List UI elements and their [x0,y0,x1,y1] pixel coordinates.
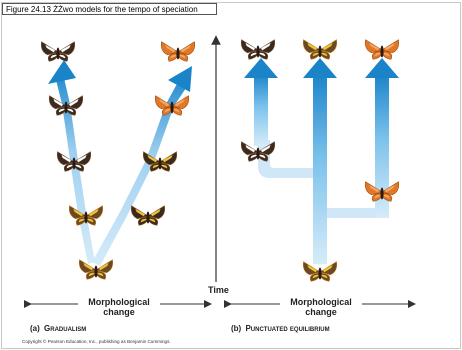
morph-axis-a-label-line1: Morphological [88,297,150,307]
butterfly-a-top-right [161,42,195,62]
morph-axis-a-label-line2: change [103,307,135,317]
punctuated-right-arrowhead [365,58,399,78]
panel-b-label: (b) Punctuated equilibrium [231,324,330,333]
copyright-text: Copyright © Pearson Education, Inc., pub… [22,338,171,344]
punctuated-left-stem [254,74,268,146]
butterfly-b-top-center [303,40,337,60]
butterfly-b-top-right [365,40,399,60]
morph-axis-b-label-line1: Morphological [290,297,352,307]
butterfly-a-row4-right [131,206,165,226]
time-axis-label: Time [208,285,229,295]
butterflies [41,40,399,282]
punctuated-left-arrowhead [244,58,278,78]
punctuated-center-arrowhead [303,58,337,78]
butterfly-a-top-left [41,42,75,62]
butterfly-b-top-left [241,40,275,60]
punctuated-center-stem [313,74,327,264]
butterfly-a-row4-left [69,206,103,226]
butterfly-b-ancestor [303,262,337,282]
panel-a-label: (a) Gradualism [30,324,86,333]
morph-axis-b-label-line2: change [305,307,337,317]
gradualism-left-arrowhead [48,60,76,84]
